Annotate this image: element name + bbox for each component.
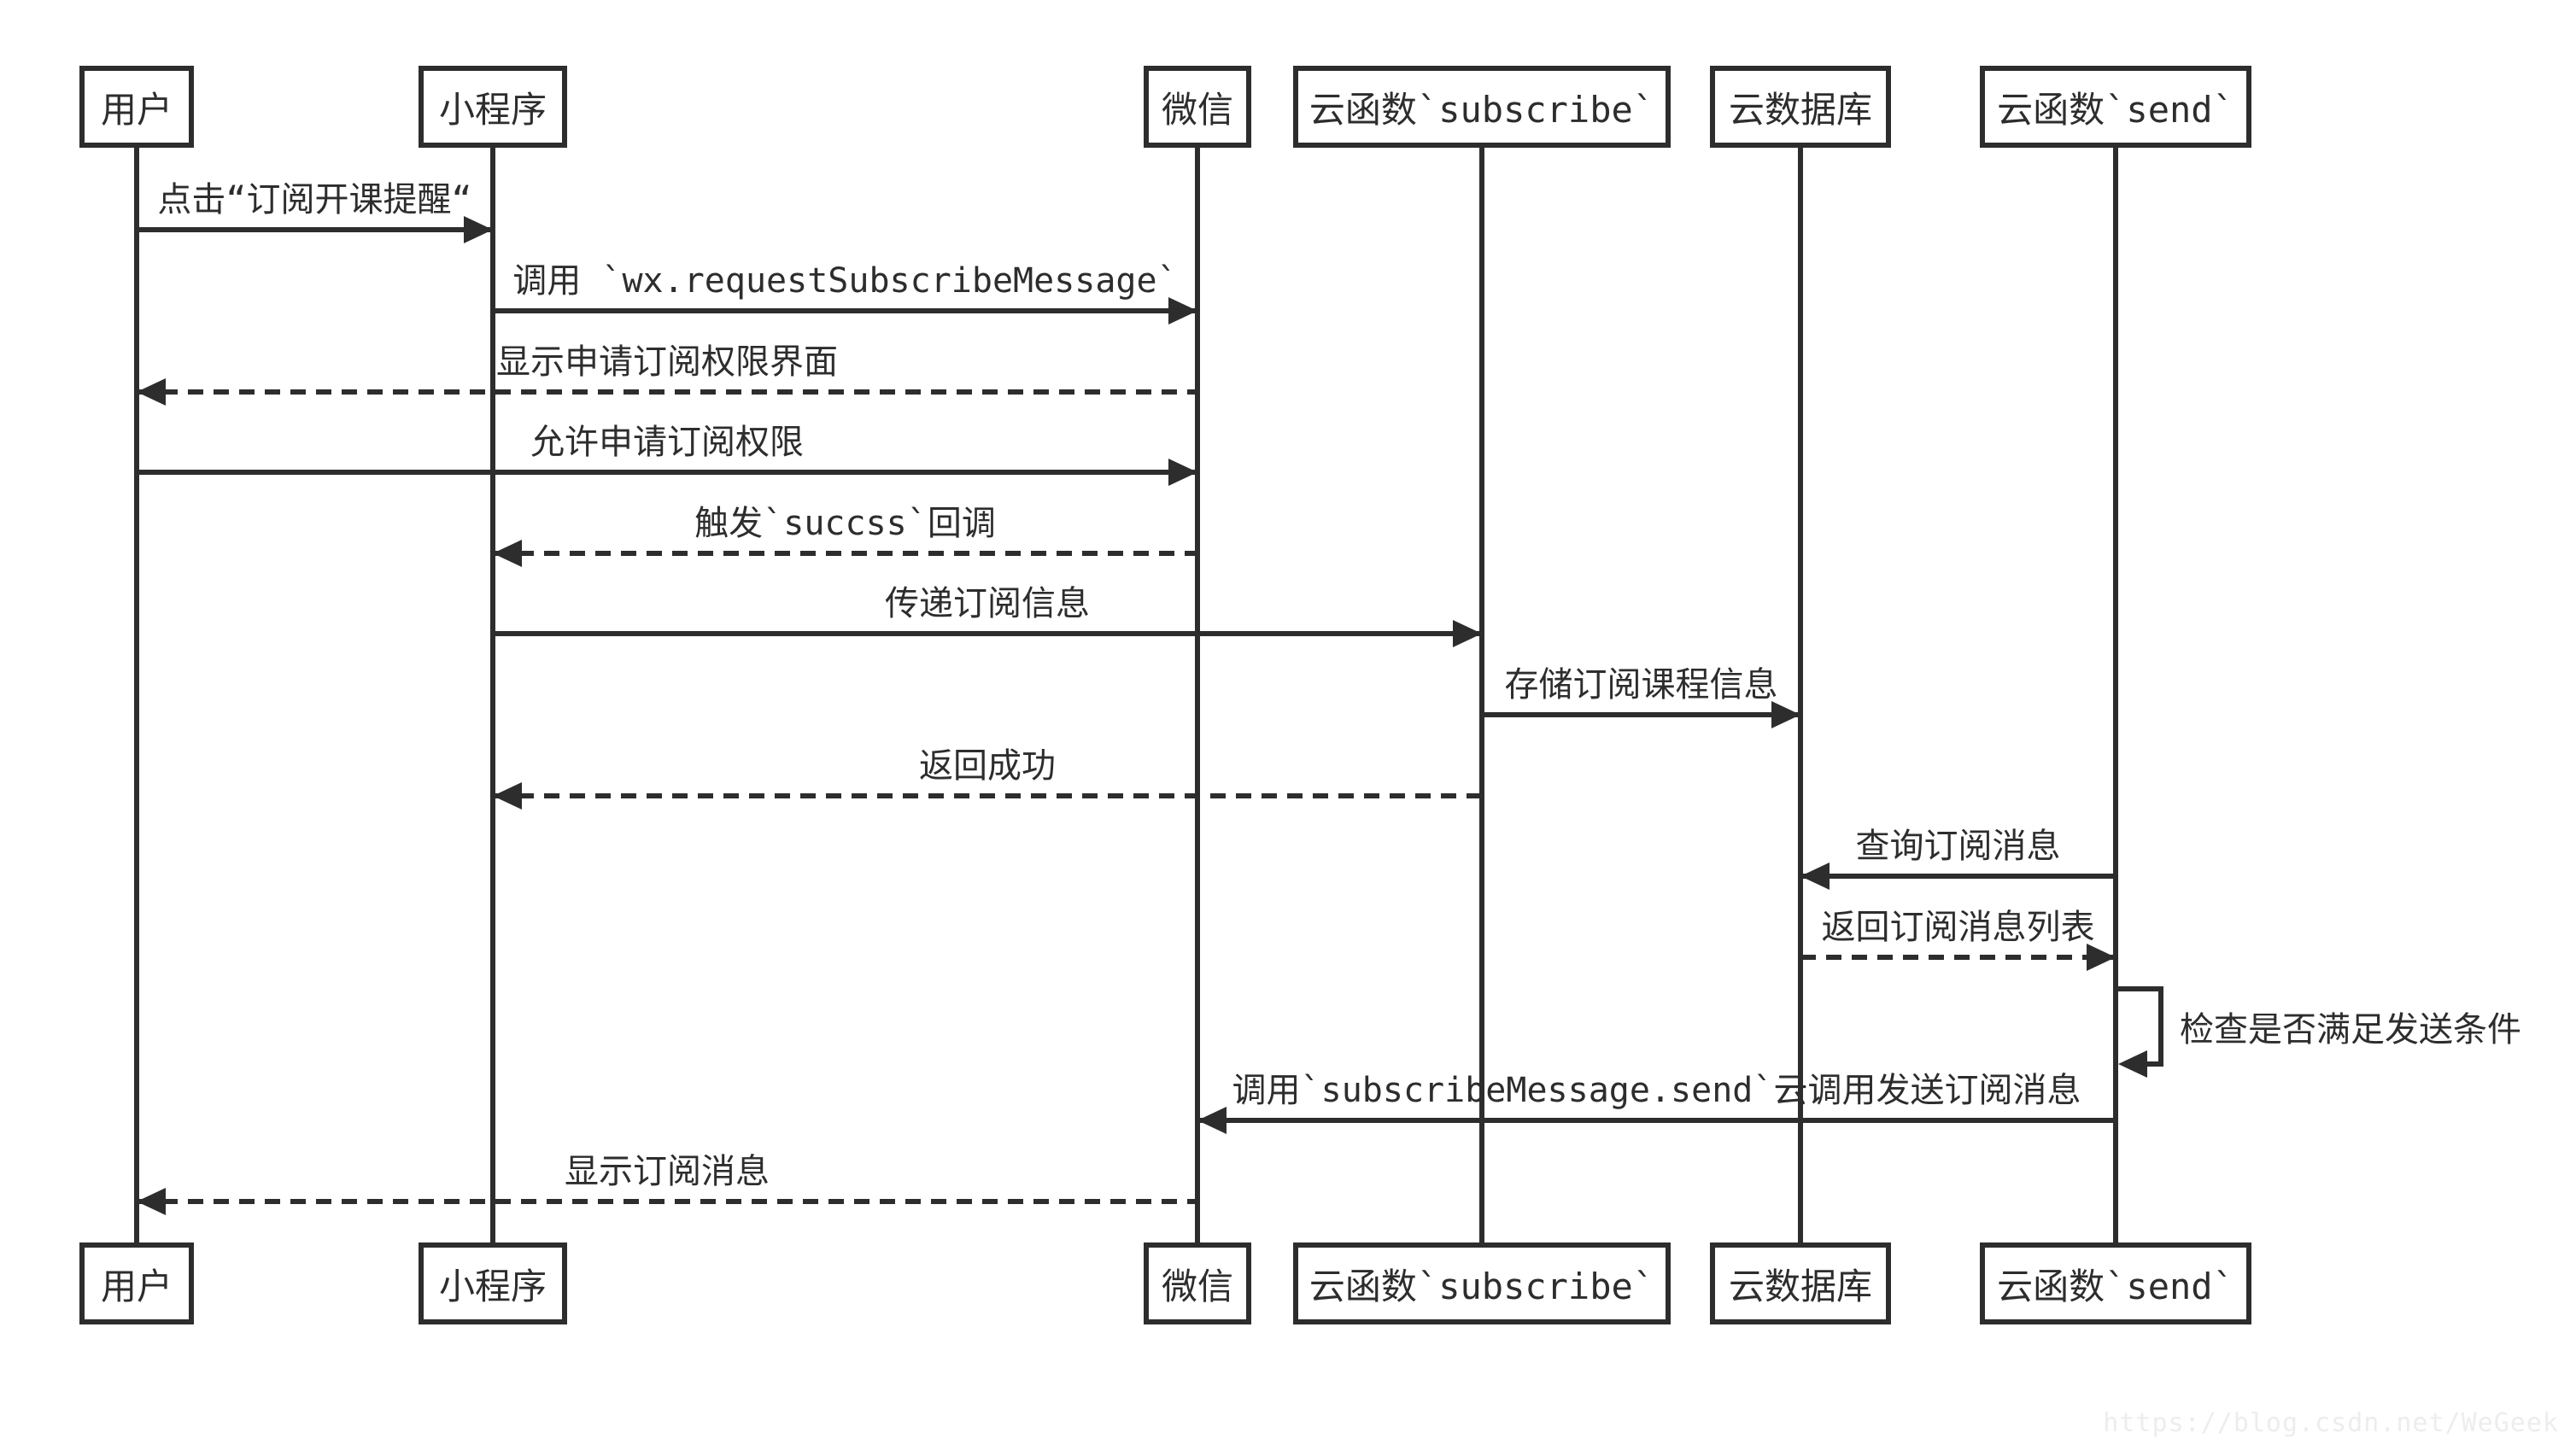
lifeline-cloudfn-subscribe xyxy=(1479,148,1484,1242)
message-label: 显示订阅消息 xyxy=(565,1152,770,1191)
message-arrowhead xyxy=(464,216,493,243)
message-label: 显示申请订阅权限界面 xyxy=(496,342,838,382)
message-arrowhead xyxy=(493,540,522,567)
message-line xyxy=(1197,1118,2116,1123)
self-message-arrowhead xyxy=(2118,1050,2147,1078)
actor-box-cloudfn-send-top: 云函数`send` xyxy=(1980,66,2251,148)
self-message-top-segment xyxy=(2116,986,2161,991)
watermark-link: https://blog.csdn.net/WeGeek xyxy=(2103,1408,2559,1438)
message-label: 调用 `wx.requestSubscribeMessage` xyxy=(512,261,1178,301)
message-arrowhead xyxy=(493,782,522,810)
message-label: 查询订阅消息 xyxy=(1855,827,2061,866)
self-message-bottom-segment xyxy=(2134,1061,2161,1067)
message-line xyxy=(137,389,1197,395)
message-line xyxy=(1800,874,2116,879)
actor-box-cloud-db-bottom: 云数据库 xyxy=(1710,1242,1891,1324)
message-line xyxy=(1482,712,1800,717)
message-line xyxy=(493,631,1482,636)
lifeline-cloud-db xyxy=(1798,148,1803,1242)
message-arrowhead xyxy=(137,1188,166,1215)
message-arrowhead xyxy=(1168,459,1197,486)
self-message-label: 检查是否满足发送条件 xyxy=(2180,1010,2521,1049)
message-arrowhead xyxy=(137,378,166,406)
message-label: 传递订阅信息 xyxy=(885,584,1090,623)
message-arrowhead xyxy=(1168,297,1197,324)
message-label: 触发`succss`回调 xyxy=(694,504,996,543)
message-arrowhead xyxy=(1197,1107,1227,1134)
lifeline-wechat xyxy=(1195,148,1200,1242)
message-line xyxy=(493,308,1197,313)
actor-box-cloudfn-subscribe-top: 云函数`subscribe` xyxy=(1293,66,1671,148)
message-line xyxy=(493,793,1482,798)
message-label: 允许申请订阅权限 xyxy=(530,423,804,462)
message-arrowhead xyxy=(1800,862,1830,890)
actor-box-miniprogram-top: 小程序 xyxy=(419,66,567,148)
message-label: 调用`subscribeMessage.send`云调用发送订阅消息 xyxy=(1232,1071,2081,1110)
message-arrowhead xyxy=(1771,701,1800,728)
actor-box-cloudfn-subscribe-bottom: 云函数`subscribe` xyxy=(1293,1242,1671,1324)
message-line xyxy=(137,1199,1197,1204)
actor-box-cloudfn-send-bottom: 云函数`send` xyxy=(1980,1242,2251,1324)
self-message-right-segment xyxy=(2158,986,2163,1067)
message-line xyxy=(137,470,1197,475)
message-arrowhead xyxy=(2087,944,2116,971)
lifeline-miniprogram xyxy=(490,148,495,1242)
message-line xyxy=(137,227,493,232)
message-label: 点击“订阅开课提醒“ xyxy=(157,180,472,219)
message-line xyxy=(493,551,1197,556)
actor-box-user-bottom: 用户 xyxy=(79,1242,194,1324)
lifeline-cloudfn-send xyxy=(2113,148,2118,1242)
message-arrowhead xyxy=(1453,620,1482,647)
message-line xyxy=(1800,955,2116,960)
actor-box-wechat-bottom: 微信 xyxy=(1144,1242,1251,1324)
actor-box-user-top: 用户 xyxy=(79,66,194,148)
message-label: 存储订阅课程信息 xyxy=(1504,665,1778,705)
message-label: 返回订阅消息列表 xyxy=(1821,908,2095,947)
actor-box-miniprogram-bottom: 小程序 xyxy=(419,1242,567,1324)
actor-box-wechat-top: 微信 xyxy=(1144,66,1251,148)
message-label: 返回成功 xyxy=(919,746,1056,786)
actor-box-cloud-db-top: 云数据库 xyxy=(1710,66,1891,148)
lifeline-user xyxy=(134,148,139,1242)
